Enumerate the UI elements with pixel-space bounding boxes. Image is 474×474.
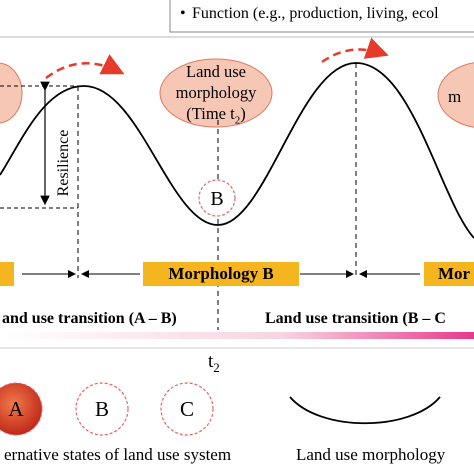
left-ellipse-partial xyxy=(0,62,23,124)
land-use-morphology-curve xyxy=(0,62,474,239)
state-b-on-curve xyxy=(198,179,236,217)
top-legend-bullet: • xyxy=(180,5,186,22)
morphology-bar-left-partial xyxy=(0,262,14,286)
legend-state-a-label: A xyxy=(8,397,24,421)
time-axis-bar xyxy=(0,332,474,339)
top-legend-function-text: Function (e.g., production, living, ecol xyxy=(192,5,439,22)
red-dashed-arrow-right xyxy=(321,37,389,64)
legend-state-a xyxy=(0,382,43,436)
red-dashed-arrow-left xyxy=(45,54,125,79)
legend-state-b xyxy=(75,382,129,436)
legend-morphology-curve xyxy=(289,396,441,425)
legend-state-c xyxy=(160,382,214,436)
state-b-on-curve-label: B xyxy=(210,188,223,210)
legend-state-b-label: B xyxy=(95,397,109,421)
transition-label-left: and use transition (A – B) xyxy=(2,310,177,327)
center-ellipse xyxy=(159,58,273,128)
center-ellipse-line3: (Time t2) xyxy=(186,104,246,127)
transition-label-right: Land use transition (B – C xyxy=(265,310,446,327)
center-ellipse-text: Land use morphology (Time t2) xyxy=(160,61,272,131)
right-ellipse-partial-text: m xyxy=(448,87,461,106)
center-ellipse-line2: morphology xyxy=(175,83,257,102)
legend-state-c-label: C xyxy=(180,397,194,421)
resilience-label: Resilience xyxy=(55,130,72,197)
center-ellipse-line1: Land use xyxy=(185,62,247,81)
right-ellipse-partial xyxy=(437,62,474,128)
legend-morphology-caption: Land use morphology xyxy=(296,445,446,464)
time-label: t2 xyxy=(208,351,220,375)
legend-states-caption: ernative states of land use system xyxy=(4,445,232,464)
morphology-bar-right-partial: Mor xyxy=(424,262,474,286)
morphology-bar-middle: Morphology B xyxy=(143,262,299,286)
top-legend-box xyxy=(169,0,474,33)
